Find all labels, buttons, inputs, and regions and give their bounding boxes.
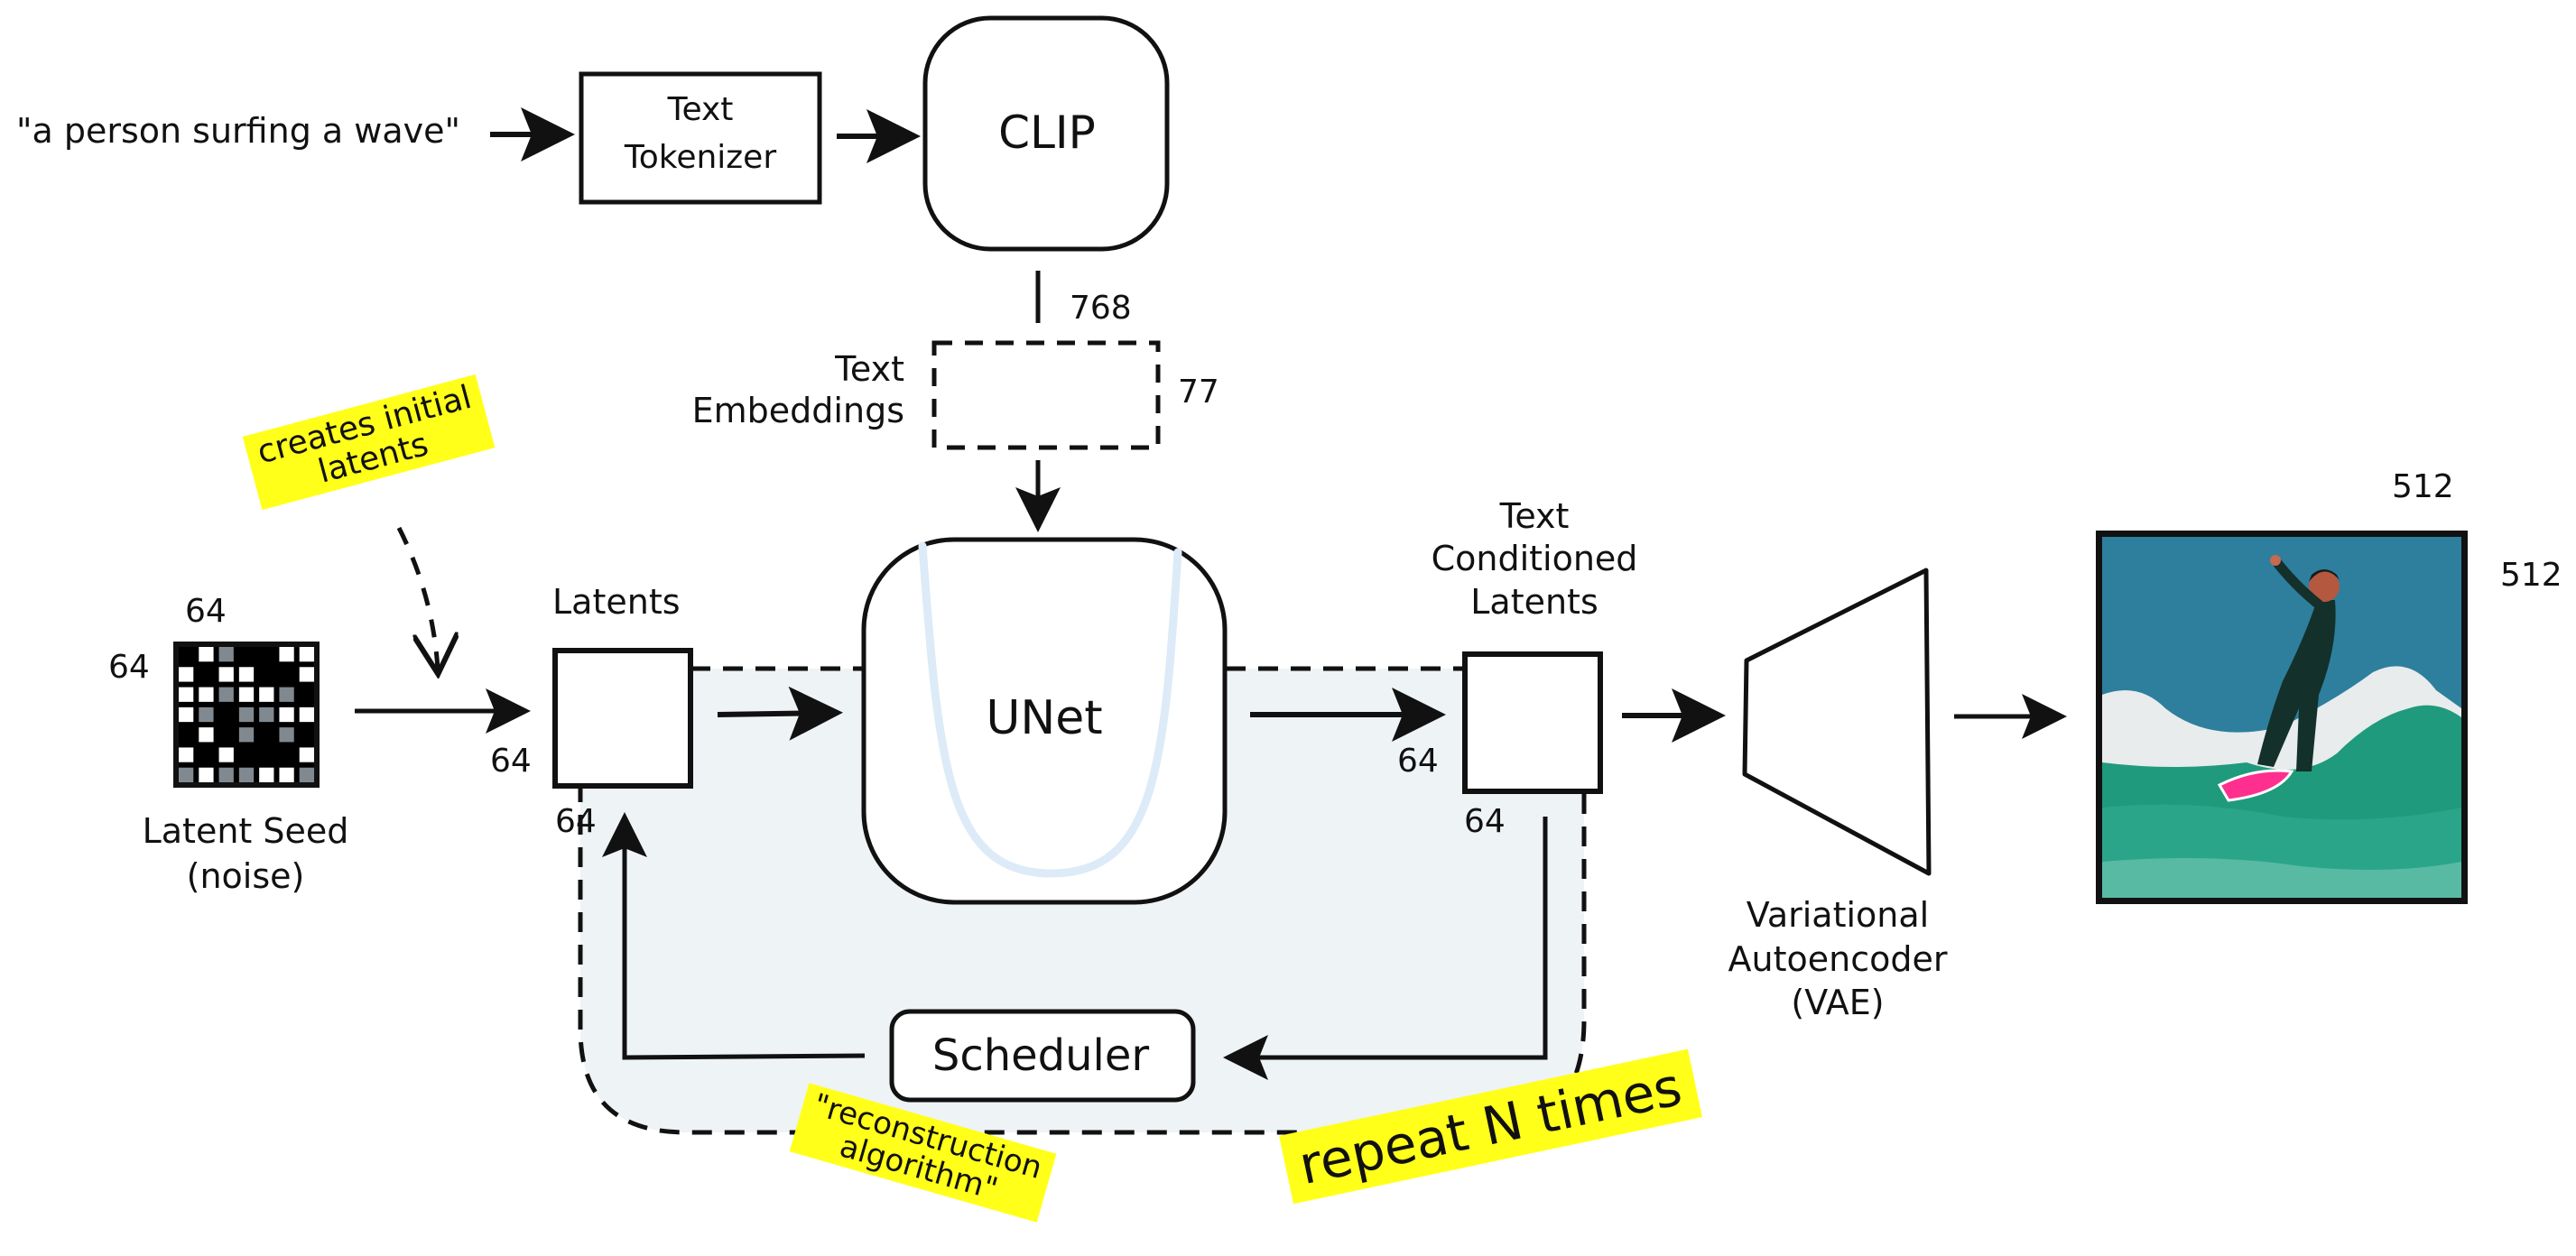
seed-grid-cell <box>279 687 294 702</box>
embeddings-label-line1: Text <box>835 349 904 389</box>
unet-box <box>861 537 1228 905</box>
seed-grid-cell <box>238 747 255 762</box>
seed-grid-cell <box>199 747 214 762</box>
seed-grid-cell <box>179 706 194 723</box>
conditioned-label-line3: Latents <box>1470 582 1598 622</box>
text-embeddings-box <box>931 340 1161 450</box>
text-tokenizer-box <box>579 71 822 205</box>
tokenizer-label-line1: Text <box>667 91 734 128</box>
clip-box <box>922 15 1170 252</box>
seed-grid-cell <box>238 667 255 682</box>
seed-grid-cell <box>299 706 314 723</box>
seed-dim-top: 64 <box>185 593 227 630</box>
conditioned-dim-bottom: 64 <box>1464 803 1506 840</box>
seed-grid-cell <box>218 667 234 682</box>
arrow-creates-initial-latents <box>396 526 438 670</box>
surfer-image <box>2102 537 2461 898</box>
embeddings-width-dim: 768 <box>1070 290 1132 327</box>
seed-grid-cell <box>259 747 274 762</box>
seed-grid-border <box>173 642 320 788</box>
vae-label-line1: Variational <box>1746 895 1930 935</box>
seed-grid-cell <box>179 667 194 682</box>
image-height-dim: 512 <box>2500 557 2562 594</box>
seed-grid-cell <box>238 727 255 743</box>
generated-image <box>2096 531 2468 904</box>
vae-label-line3: (VAE) <box>1791 983 1885 1022</box>
seed-grid-cell <box>179 767 194 782</box>
seed-grid-cell <box>238 687 255 702</box>
tokenizer-label-line2: Tokenizer <box>624 139 777 176</box>
seed-grid-cell <box>299 687 314 702</box>
seed-grid-cell <box>279 747 294 762</box>
seed-grid-cell <box>259 706 274 723</box>
latent-seed-grid <box>173 642 320 788</box>
prompt-text: "a person surfing a wave" <box>16 111 460 151</box>
conditioned-label-line2: Conditioned <box>1431 539 1638 578</box>
seed-grid-cell <box>199 706 214 723</box>
seed-dim-left: 64 <box>108 649 150 686</box>
arrow-scheduler-to-latents <box>602 812 866 1060</box>
scheduler-label: Scheduler <box>931 1030 1150 1081</box>
seed-grid-cell <box>259 667 274 682</box>
latents-label: Latents <box>552 582 681 622</box>
seed-grid-cell <box>238 706 255 723</box>
denoising-loop-border <box>578 666 1587 1135</box>
seed-grid-cell <box>218 706 234 723</box>
seed-grid-cell <box>218 727 234 743</box>
seed-grid-cell <box>299 747 314 762</box>
seed-grid-cell <box>299 727 314 743</box>
arrow-conditioned-to-scheduler <box>1223 817 1548 1080</box>
conditioned-latents-box <box>1462 651 1603 794</box>
vae-label-line2: Autoencoder <box>1728 939 1948 979</box>
seed-grid-cell <box>238 647 255 662</box>
unet-label: UNet <box>986 691 1103 745</box>
seed-grid-cell <box>279 647 294 662</box>
latents-dim-left: 64 <box>490 743 532 780</box>
clip-label: CLIP <box>998 106 1096 159</box>
scheduler-box <box>889 1009 1196 1103</box>
seed-label-line2: (noise) <box>186 856 305 896</box>
seed-grid-cell <box>299 667 314 682</box>
seed-grid-cell <box>199 667 214 682</box>
image-width-dim: 512 <box>2392 468 2454 505</box>
latents-dim-bottom: 64 <box>555 803 597 840</box>
seed-grid-cell <box>218 767 234 782</box>
seed-grid-cell <box>279 706 294 723</box>
seed-grid-cell <box>179 747 194 762</box>
seed-grid-cell <box>218 687 234 702</box>
vae-decoder-shape <box>1742 568 1932 876</box>
unet-u-curve <box>918 541 1182 878</box>
seed-grid-cell <box>259 727 274 743</box>
seed-grid-cell <box>179 727 194 743</box>
seed-grid-cell <box>199 647 214 662</box>
seed-grid-cell <box>199 727 214 743</box>
seed-grid-cell <box>179 647 194 662</box>
latents-box <box>552 648 693 789</box>
seed-grid-cell <box>238 767 255 782</box>
seed-grid-cell <box>199 767 214 782</box>
conditioned-label-line1: Text <box>1499 496 1570 536</box>
seed-grid-cell <box>179 687 194 702</box>
seed-grid-cell <box>218 747 234 762</box>
seed-label-line1: Latent Seed <box>142 811 349 851</box>
arrow-latents-to-unet <box>717 686 843 741</box>
seed-grid-cell <box>259 687 274 702</box>
seed-grid-cell <box>279 727 294 743</box>
embeddings-height-dim: 77 <box>1178 374 1219 411</box>
seed-grid-cell <box>259 647 274 662</box>
seed-grid-cell <box>279 767 294 782</box>
seed-grid-cell <box>259 767 274 782</box>
seed-grid-cell <box>218 647 234 662</box>
seed-grid-cell <box>199 687 214 702</box>
seed-grid-cell <box>279 667 294 682</box>
seed-grid-cell <box>299 767 314 782</box>
seed-grid-cell <box>299 647 314 662</box>
embeddings-label-line2: Embeddings <box>691 391 904 430</box>
conditioned-dim-left: 64 <box>1397 743 1439 780</box>
